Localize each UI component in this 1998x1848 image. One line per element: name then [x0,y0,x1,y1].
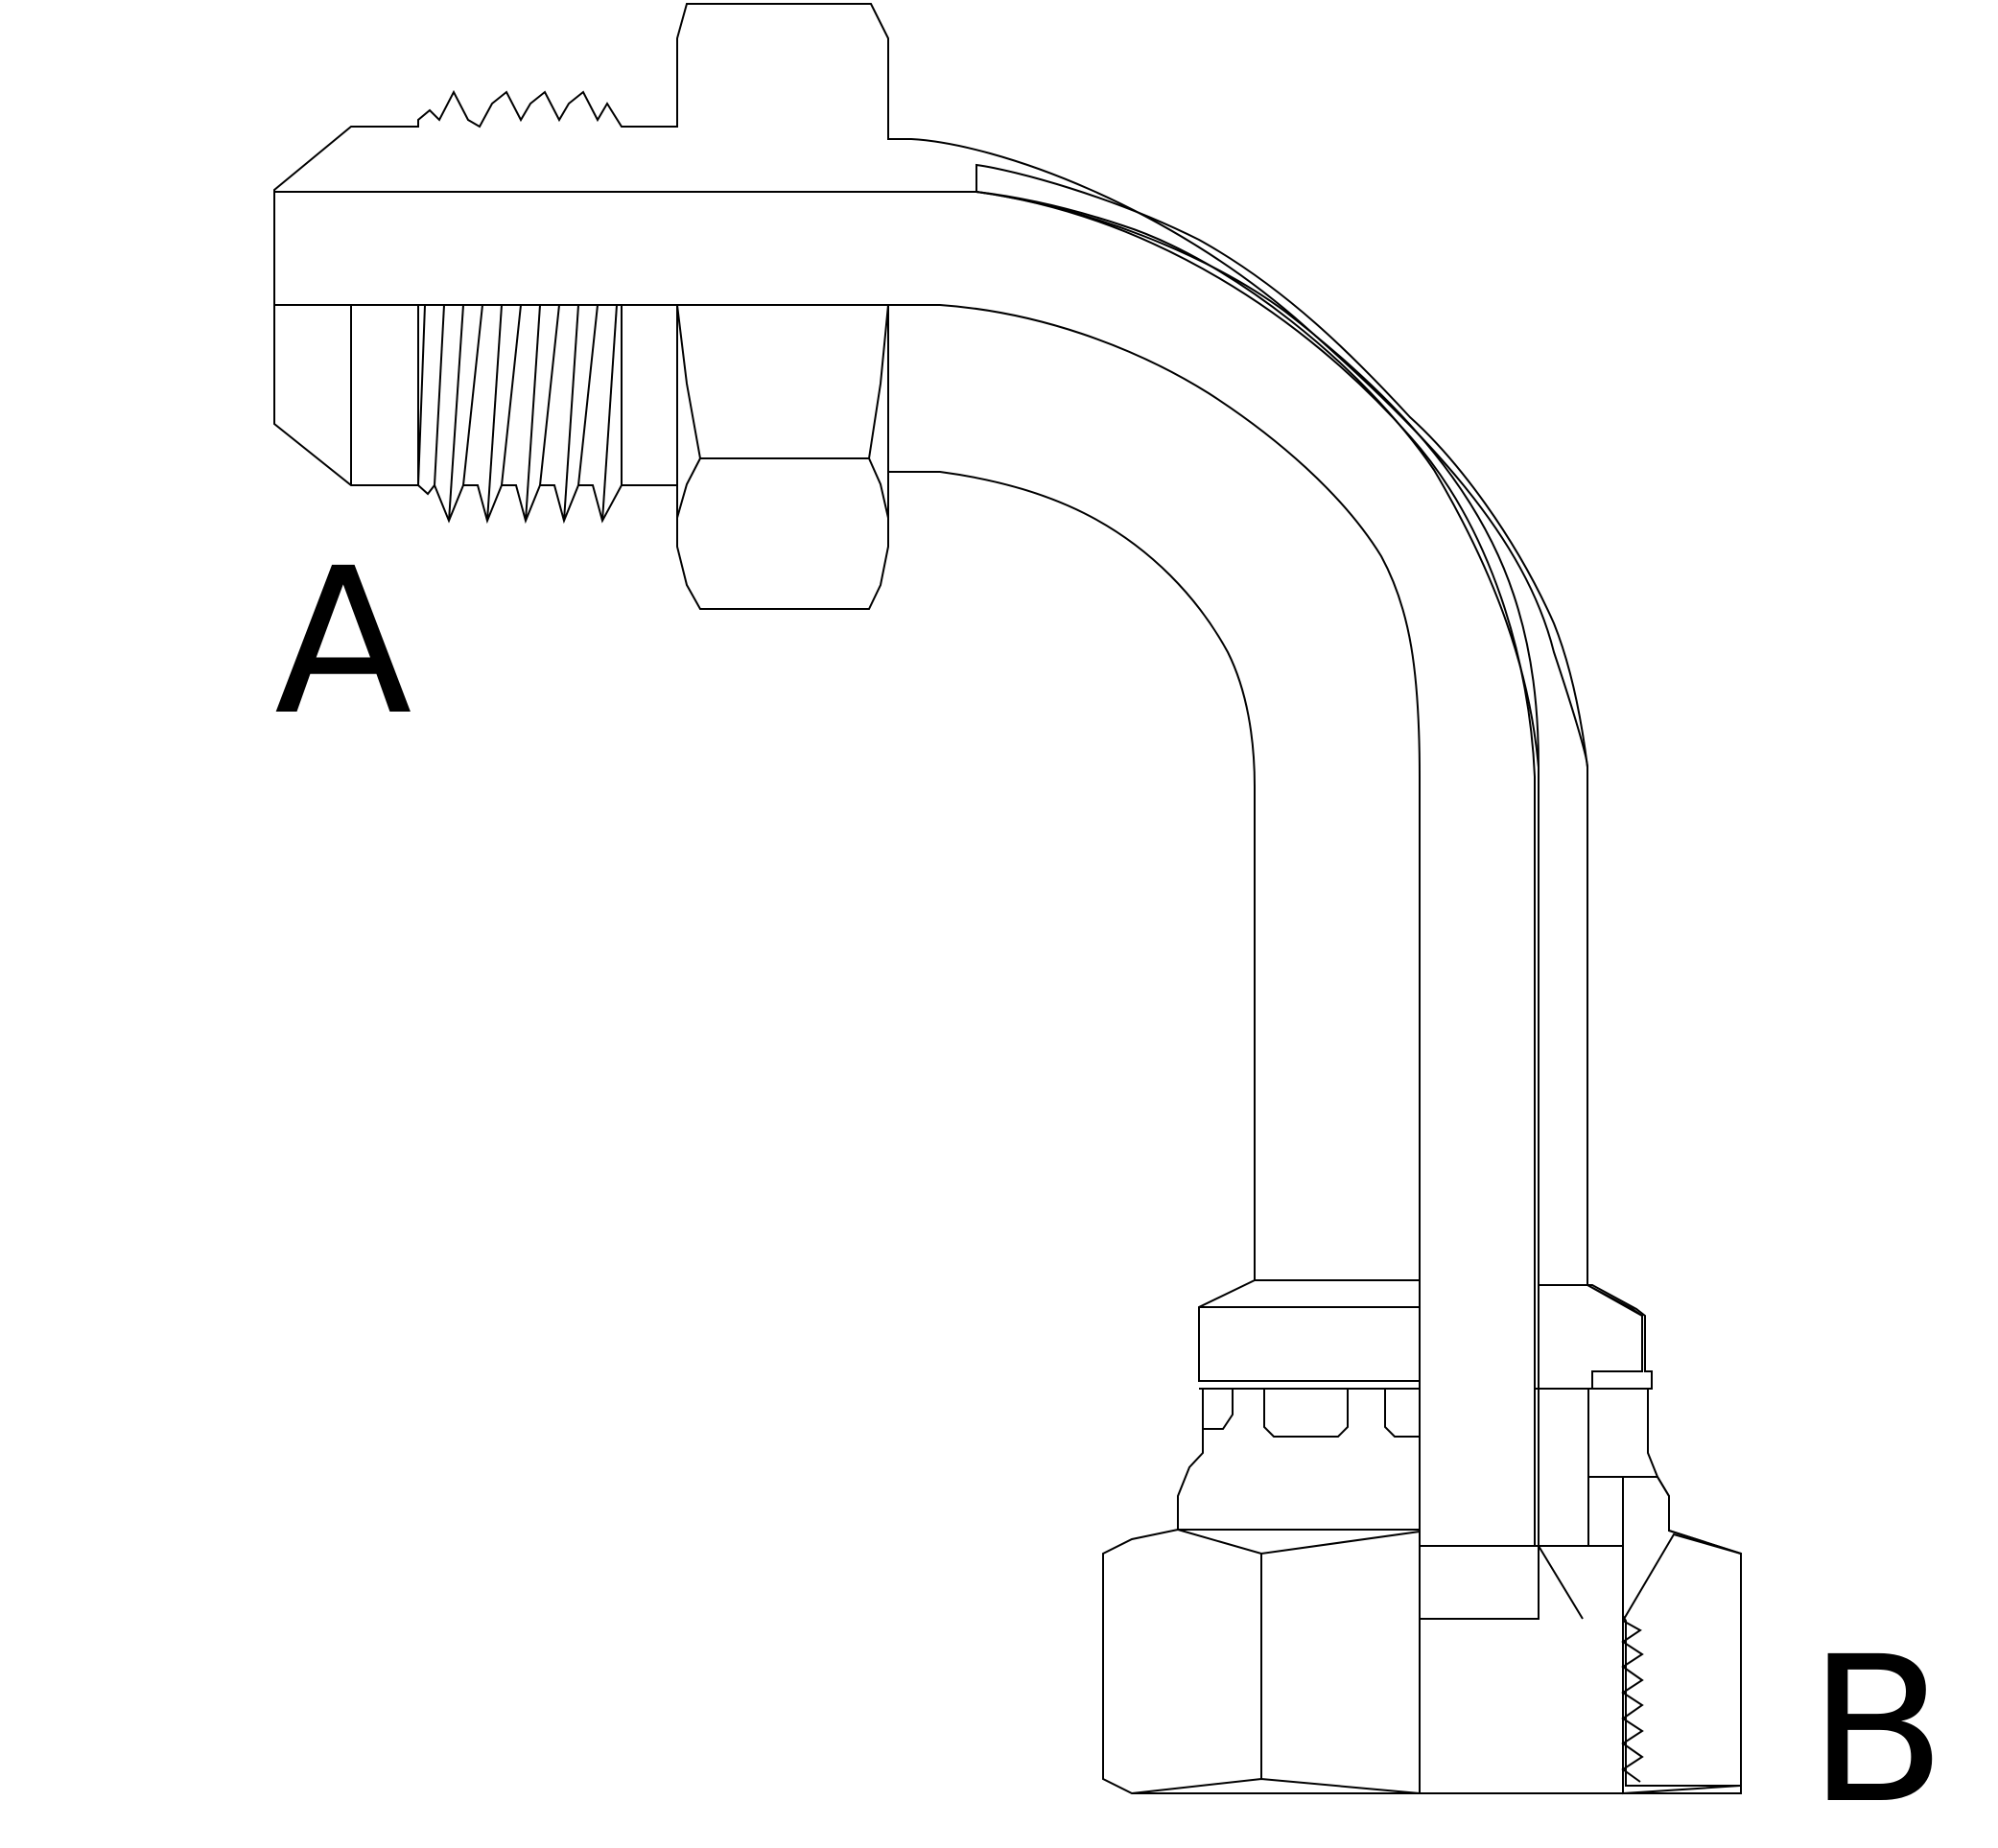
bore-top-line [274,191,1540,1546]
port-b-internal-thread [1621,1620,1644,1783]
port-b-label: B [1808,1613,1947,1848]
port-b-hex-facet [1131,1529,1421,1794]
outer-bend-wall [975,163,1653,1547]
port-a-hex-facet [676,304,889,459]
port-b-nut-section [1622,1476,1742,1795]
port-b-swivel-nut [1102,1529,1421,1794]
port-a-hex-lower-right [868,457,889,519]
ferrule-collar [1198,1279,1421,1382]
port-b-seat [1538,1389,1623,1620]
port-a-cone [273,190,419,486]
port-b-bore [1420,1545,1540,1620]
port-a-hex-nut [676,305,889,610]
port-b-nut-outline [1420,1388,1742,1794]
elbow-fitting-section-drawing [273,3,1742,1795]
bore-bottom-line [274,304,1421,1546]
port-a-label: A [274,525,412,760]
ferrule-neck [1177,1429,1204,1530]
port-a-hex-lower [676,457,701,519]
inner-bend-line [888,471,1256,1280]
ferrule-grooves [1202,1389,1420,1438]
thread-crest-lines [417,304,623,522]
upper-wall-section [273,3,1742,1787]
